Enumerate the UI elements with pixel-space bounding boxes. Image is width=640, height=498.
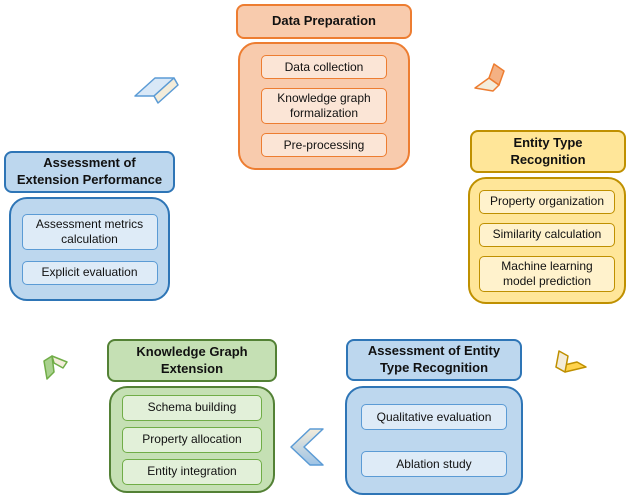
process-step: Pre-processing: [261, 133, 387, 157]
process-step: Assessment metrics calculation: [21, 213, 158, 250]
group-header-assessment-extension-performance: Assessment of Extension Performance: [4, 151, 175, 193]
cycle-arrow-down-right-icon: [474, 63, 505, 92]
group-header-data-preparation: Data Preparation: [236, 4, 412, 39]
group-header-assessment-entity-type: Assessment of Entity Type Recognition: [346, 339, 522, 381]
cycle-arrow-up-right-icon: [134, 77, 179, 104]
group-box-entity-type-recognition: Property organization Similarity calcula…: [468, 177, 626, 304]
cycle-arrow-left-icon: [290, 428, 324, 466]
group-box-data-preparation: Data collection Knowledge graph formaliz…: [238, 42, 410, 170]
group-header-knowledge-graph-extension: Knowledge Graph Extension: [107, 339, 277, 382]
process-step: Data collection: [261, 55, 387, 79]
process-step: Entity integration: [122, 458, 262, 485]
process-step: Similarity calculation: [479, 222, 615, 247]
process-step: Property organization: [479, 189, 615, 214]
process-step: Qualitative evaluation: [361, 404, 507, 430]
process-step: Knowledge graph formalization: [261, 88, 387, 124]
group-header-entity-type-recognition: Entity Type Recognition: [470, 130, 626, 173]
process-step: Property allocation: [122, 426, 262, 453]
cycle-arrow-up-icon: [43, 355, 68, 380]
cycle-arrow-down-left-icon: [555, 350, 587, 373]
process-step: Machine learning model prediction: [479, 255, 615, 292]
process-step: Explicit evaluation: [21, 260, 158, 285]
group-box-knowledge-graph-extension: Schema building Property allocation Enti…: [109, 386, 275, 493]
group-box-assessment-entity-type: Qualitative evaluation Ablation study: [345, 386, 523, 495]
process-step: Ablation study: [361, 451, 507, 477]
group-box-assessment-extension-performance: Assessment metrics calculation Explicit …: [9, 197, 170, 301]
process-step: Schema building: [122, 394, 262, 421]
